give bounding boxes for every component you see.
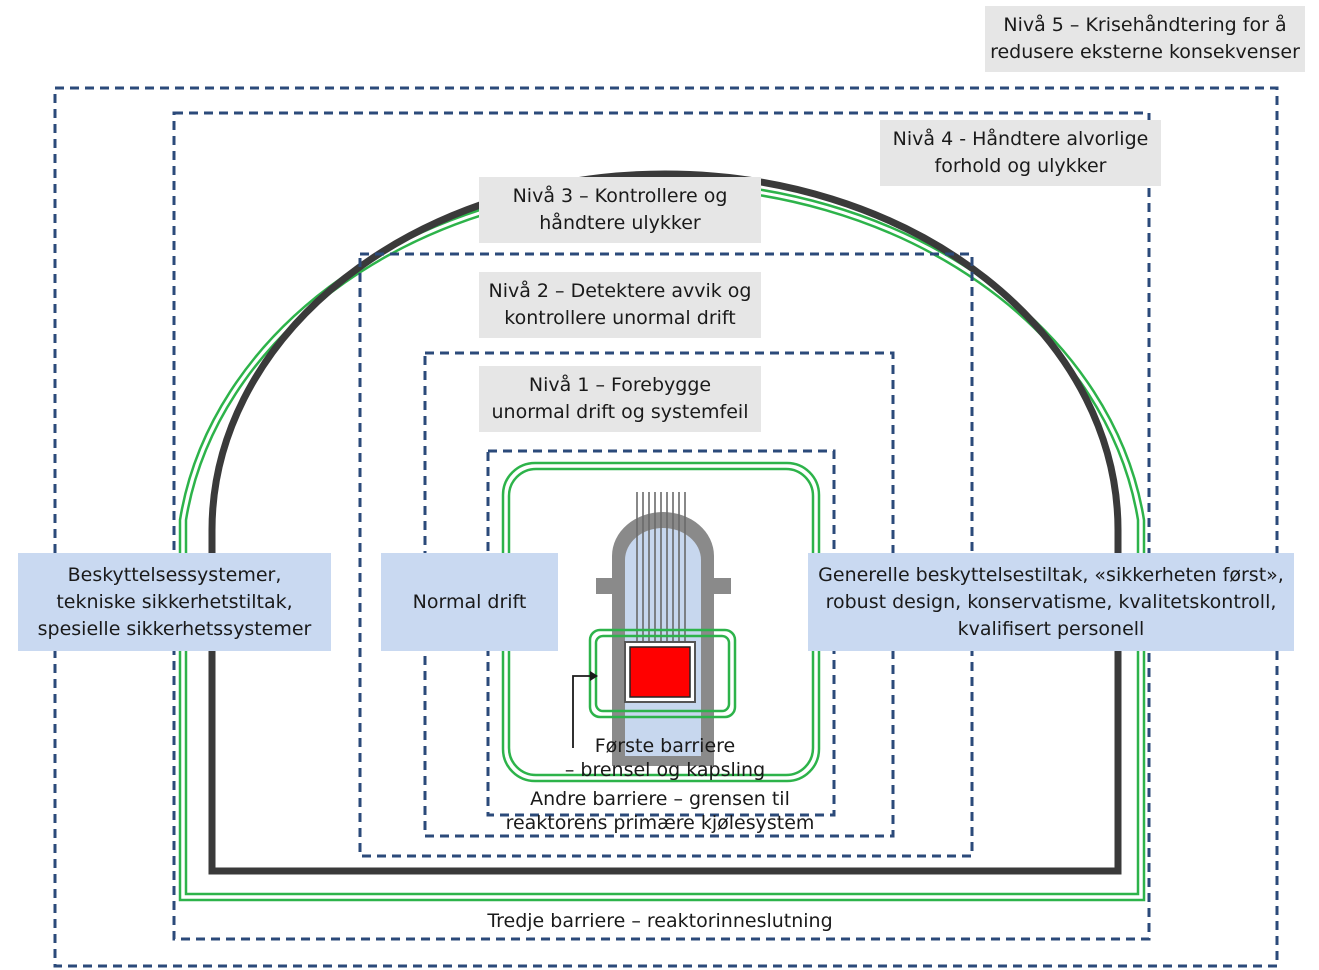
reactor-vessel xyxy=(588,492,737,766)
fuel-core xyxy=(629,646,691,698)
general-protection-label: Generelle beskyttelsestiltak, «sikkerhet… xyxy=(808,553,1294,651)
containment-wall xyxy=(208,170,1122,875)
protection-systems-label: Beskyttelsessystemer,tekniske sikkerhets… xyxy=(18,553,331,651)
third-barrier-label: Tredje barriere – reaktorinneslutning xyxy=(487,909,833,932)
first-barrier-label: Første barriere– brensel og kapsling xyxy=(564,735,766,781)
level-4-boundary xyxy=(172,111,1151,941)
normal-operation-label: Normal drift xyxy=(381,553,558,651)
first-barrier-arrow xyxy=(572,671,598,748)
level-3-boundary xyxy=(358,252,974,858)
